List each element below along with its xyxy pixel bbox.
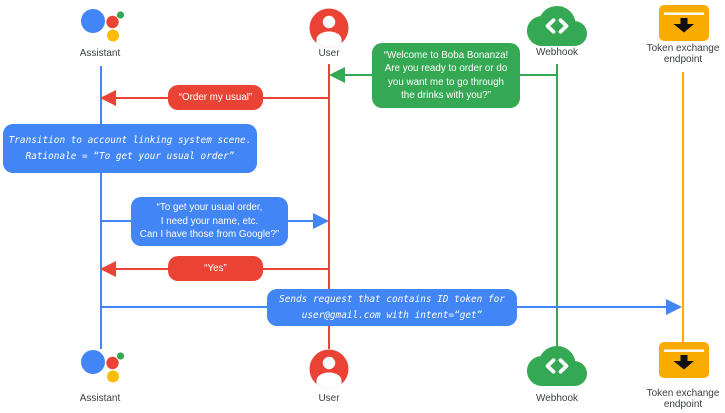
user-icon [309, 349, 349, 389]
user-lifeline [328, 64, 330, 349]
assistant-label-bottom: Assistant [79, 393, 121, 404]
token-request-arrowhead [666, 299, 682, 315]
token-request-message: Sends request that contains ID token for… [267, 289, 517, 326]
welcome-message: “Welcome to Boba Bonanza! Are you ready … [372, 43, 520, 108]
user-label-bottom: User [318, 393, 340, 404]
question-message-line: “To get your usual order, [156, 202, 263, 214]
webhook-cloud-icon [527, 6, 587, 46]
question-message-line: Can I have those from Google?” [139, 229, 280, 241]
yes-message: “Yes” [168, 256, 263, 281]
webhook-label-bottom: Webhook [535, 393, 579, 404]
google-assistant-icon [81, 9, 125, 42]
webhook-cloud-icon [527, 346, 587, 386]
yes-arrowhead [100, 261, 116, 277]
token-endpoint-label-line: endpoint [663, 399, 703, 410]
question-message-line: I need your name, etc. [160, 215, 259, 227]
question-message: “To get your usual order, I need your na… [131, 197, 288, 246]
token-endpoint-label-line: endpoint [663, 54, 703, 65]
question-arrowhead [313, 213, 329, 229]
assistant-label-top: Assistant [79, 48, 121, 59]
order-message-text: “Order my usual” [178, 91, 253, 103]
token-endpoint-lifeline [682, 72, 684, 342]
order-message: “Order my usual” [168, 85, 263, 110]
token-endpoint-label-line: Token exchange [646, 388, 720, 399]
token-endpoint-label-bottom: Token exchange endpoint [633, 388, 725, 410]
yes-message-text: “Yes” [204, 262, 227, 274]
transition-note-line: Rationale = “To get your usual order” [25, 150, 235, 162]
welcome-message-line: “Welcome to Boba Bonanza! [383, 49, 509, 61]
webhook-label-top: Webhook [535, 47, 579, 58]
token-endpoint-icon [659, 5, 709, 41]
token-endpoint-label-top: Token exchange endpoint [633, 43, 725, 65]
transition-note-line: Transition to account linking system sce… [8, 134, 252, 146]
welcome-message-line: you want me to go through [387, 76, 504, 88]
token-request-line: Sends request that contains ID token for [279, 293, 505, 305]
user-icon [309, 8, 349, 48]
welcome-message-line: Are you ready to order or do [384, 63, 508, 74]
transition-note: Transition to account linking system sce… [3, 124, 257, 173]
welcome-arrowhead [329, 67, 345, 83]
welcome-message-line: the drinks with you?” [401, 90, 491, 101]
webhook-lifeline [556, 64, 558, 347]
order-arrowhead [100, 90, 116, 106]
token-endpoint-icon [659, 342, 709, 378]
google-assistant-icon [81, 350, 125, 383]
user-label-top: User [318, 48, 340, 59]
token-request-line: user@gmail.com with intent=“get” [301, 309, 483, 321]
assistant-lifeline [100, 66, 102, 349]
token-endpoint-label-line: Token exchange [646, 43, 720, 54]
